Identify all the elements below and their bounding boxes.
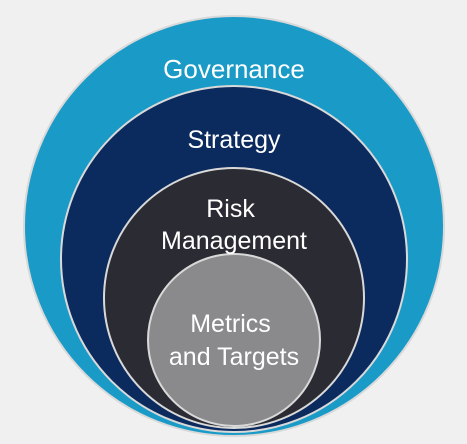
risk-management-label: Risk Management [161, 195, 307, 255]
strategy-label-line-1: Strategy [187, 126, 281, 154]
governance-label: Governance [163, 54, 305, 84]
metrics-and-targets-label-line-2: and Targets [169, 343, 299, 371]
risk-management-label-line-1: Risk [206, 195, 255, 223]
metrics-and-targets-circle [147, 253, 321, 427]
metrics-and-targets-label: Metrics and Targets [169, 310, 299, 371]
strategy-label: Strategy [187, 126, 281, 154]
governance-label-line-1: Governance [163, 54, 305, 84]
metrics-and-targets-label-line-1: Metrics [190, 310, 271, 338]
risk-management-label-line-2: Management [161, 227, 307, 255]
